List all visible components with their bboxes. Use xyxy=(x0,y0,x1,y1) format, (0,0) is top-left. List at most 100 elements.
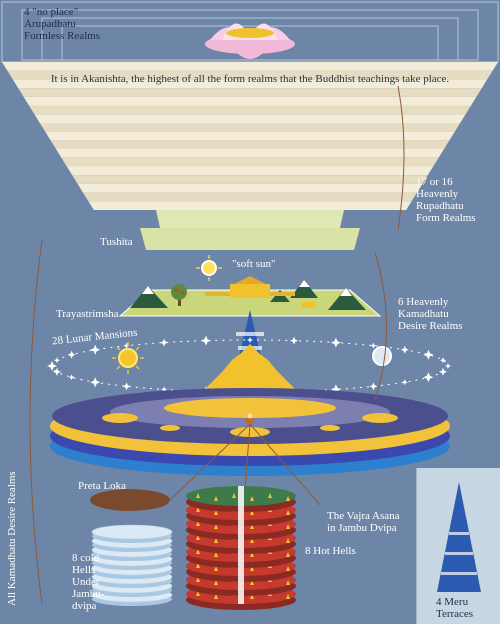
cold-hells-line: Hells xyxy=(72,564,96,576)
sun-icon xyxy=(112,342,144,374)
form-realm-layer xyxy=(66,166,434,176)
flame-icon xyxy=(250,524,254,529)
flame-icon xyxy=(250,510,254,515)
rupadhatu-line: Heavenly xyxy=(416,188,459,200)
flame-icon xyxy=(214,510,218,515)
flame-icon xyxy=(250,496,254,501)
tushita-band xyxy=(140,228,360,250)
flame-icon xyxy=(196,493,200,498)
moon-icon xyxy=(372,346,392,366)
hot-hells-stack xyxy=(186,486,296,610)
connector-lines xyxy=(169,423,321,506)
cold-hell-level xyxy=(91,524,173,540)
star-icon xyxy=(247,337,253,343)
star-icon xyxy=(200,335,211,346)
vajra-asana-label: The Vajra Asana in Jambu Dvipa xyxy=(327,510,400,534)
desire-heavens-label: 6 Heavenly Kamadhatu Desire Realms xyxy=(398,296,462,332)
form-realm-layer xyxy=(77,183,423,193)
hot-hells-label: 8 Hot Hells xyxy=(305,545,356,557)
flame-icon xyxy=(250,552,254,557)
star-icon xyxy=(400,345,409,354)
form-realm-layer xyxy=(18,88,482,97)
star-icon xyxy=(53,357,60,364)
flame-icon xyxy=(286,538,290,543)
star-icon xyxy=(423,349,434,360)
form-realm-layer xyxy=(23,96,477,106)
star-icon xyxy=(439,367,448,376)
cold-hells-line: Under xyxy=(72,576,100,588)
rupadhatu-line: Rupadhatu xyxy=(416,200,464,212)
form-realm-layer xyxy=(45,131,455,141)
form-realm-bracket xyxy=(397,85,405,231)
flame-icon xyxy=(232,493,236,498)
arupadhatu-line: Arupadhatu xyxy=(24,18,76,30)
flame-icon xyxy=(250,566,254,571)
form-realm-layer xyxy=(83,192,417,202)
form-realm-layer xyxy=(50,140,450,150)
vajra-asana-line: in Jambu Dvipa xyxy=(327,522,397,534)
flame-icon xyxy=(214,580,218,585)
flame-icon xyxy=(286,580,290,585)
tushita-label: Tushita xyxy=(100,236,133,248)
flame-icon xyxy=(250,538,254,543)
rupadhatu-line: Form Realms xyxy=(416,212,476,224)
continent-disc xyxy=(50,388,450,476)
flame-icon xyxy=(196,549,200,554)
flame-icon xyxy=(196,591,200,596)
desire-heavens-line: Desire Realms xyxy=(398,320,463,332)
star-icon xyxy=(440,357,447,364)
sun-icon xyxy=(196,255,222,281)
flame-icon xyxy=(286,510,290,515)
rupadhatu-label: 17 or 16 Heavenly Rupadhatu Form Realms xyxy=(416,176,476,224)
desire-heavens-line: 6 Heavenly xyxy=(398,296,449,308)
arupadhatu-label: 4 "no place" Arupadhatu Formless Realms xyxy=(24,6,100,42)
preta-loka-label: Preta Loka xyxy=(78,480,126,492)
star-icon xyxy=(401,379,408,386)
star-icon xyxy=(370,342,377,349)
flame-icon xyxy=(286,552,290,557)
star-icon xyxy=(161,386,168,393)
heaven-green-band xyxy=(156,210,344,228)
star-icon xyxy=(330,337,341,348)
form-realm-layer xyxy=(34,114,466,123)
all-kamadhatu-label: All Kamadhatu Desire Realms xyxy=(6,471,18,606)
star-icon xyxy=(445,363,451,369)
flame-icon xyxy=(268,493,272,498)
flame-icon xyxy=(214,538,218,543)
cold-hells-line: Jambu- xyxy=(72,588,105,600)
star-icon xyxy=(369,382,378,391)
star-icon xyxy=(52,367,61,376)
star-icon xyxy=(47,361,57,371)
tree-icon xyxy=(171,284,187,306)
star-icon xyxy=(90,344,101,355)
all-kamadhatu-bracket xyxy=(29,239,43,605)
cold-hells-line: dvipa xyxy=(72,600,97,612)
form-realm-layer xyxy=(61,157,439,167)
cold-hells-line: 8 cold xyxy=(72,552,100,564)
meru-terraces-label: 4 Meru Terraces xyxy=(436,596,473,620)
form-realm-layer xyxy=(29,105,471,115)
form-realm-layer xyxy=(39,122,461,132)
flame-icon xyxy=(196,563,200,568)
form-realm-layer xyxy=(88,201,412,210)
flame-icon xyxy=(214,594,218,599)
arupadhatu-line: Formless Realms xyxy=(24,30,101,42)
form-realm-layer xyxy=(2,62,498,71)
palace-icon xyxy=(205,276,316,308)
rupadhatu-form-realm-layers xyxy=(2,62,498,210)
meru-terraces-inset xyxy=(416,468,500,624)
form-realm-layer xyxy=(7,70,493,80)
flame-icon xyxy=(196,577,200,582)
star-icon xyxy=(160,338,169,347)
star-icon xyxy=(123,342,130,349)
star-icon xyxy=(122,382,131,391)
star-icon xyxy=(90,377,101,388)
preta-loka-disc xyxy=(90,489,170,511)
flame-icon xyxy=(286,524,290,529)
star-icon xyxy=(290,336,299,345)
soft-sun-label: "soft sun" xyxy=(232,258,276,270)
arupadhatu-line: 4 "no place" xyxy=(24,6,79,18)
vajra-asana-figure xyxy=(246,413,254,424)
desire-heavens-line: Kamadhatu xyxy=(398,308,449,320)
